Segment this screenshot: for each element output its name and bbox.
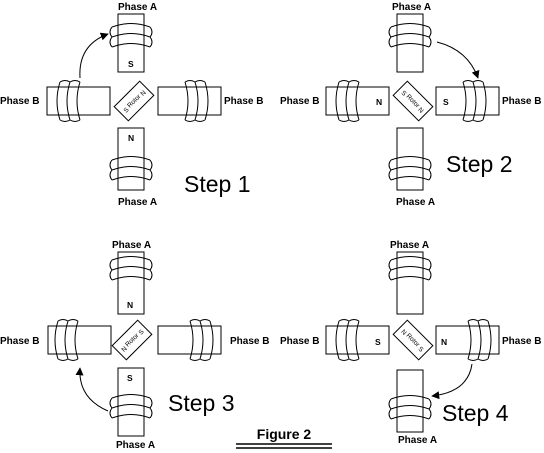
figure-caption-text: Figure 2 [257,426,312,442]
stator-bottom: N [109,127,153,191]
figure-caption: Figure 2 [236,426,332,449]
stator-top [388,13,432,73]
phase-a-bottom-label: Phase A [116,440,155,451]
stator-left: S [325,319,390,361]
step-label: Step 1 [184,171,251,197]
phase-a-top-label: Phase A [118,2,157,13]
panel-step-2: Phase A Phase B N S Phase B Rotor N S [280,2,541,208]
rotor: Rotor N S [113,80,155,122]
phase-a-top-label: Phase A [392,2,431,13]
rotor-south: S [123,106,131,114]
pole-top: N [127,300,133,310]
stator-left [47,319,112,361]
stator-right [157,319,222,361]
phase-b-right-label: Phase B [502,336,541,347]
rotation-arrow [79,32,109,79]
stator-top [388,251,432,315]
rotor: Rotor N S [392,319,434,361]
stator-left: N [325,80,390,122]
phase-a-bottom-label: Phase A [118,197,157,208]
phase-b-right-label: Phase B [224,96,263,107]
stator-right: S [435,80,500,122]
stator-bottom [388,369,432,433]
rotor-north: N [139,89,147,97]
phase-b-right-label: Phase B [230,336,269,347]
phase-b-left-label: Phase B [0,336,39,347]
rotor: Rotor N S [111,319,153,361]
phase-b-left-label: Phase B [280,96,319,107]
panel-step-4: Phase A Phase B S N Phase B Rotor N S [280,240,541,446]
rotor: Rotor N S [392,80,434,122]
panel-step-1: Phase A S Phase B Phase B Rotor N S [0,2,263,208]
rotor-north: N [416,106,424,114]
pole-top: S [128,59,134,69]
stator-bottom [388,127,432,191]
pole-bottom: N [128,133,134,143]
phase-a-top-label: Phase A [112,240,151,251]
pole-left: S [375,337,381,347]
rotation-arrow [436,41,480,79]
phase-a-bottom-label: Phase A [398,435,437,446]
stator-right: N [435,319,500,361]
stator-bottom: S [109,367,153,437]
rotation-arrow [75,367,109,412]
stator-left [46,80,111,122]
rotor-south: S [399,90,407,98]
pole-right: S [443,97,449,107]
rotor-south: S [138,328,146,336]
phase-b-right-label: Phase B [502,96,541,107]
panel-step-3: Phase A N Phase B Phase B Rotor N S [0,240,269,451]
rotation-arrow [431,363,473,400]
step-label: Step 4 [442,400,509,426]
rotor-south: S [416,346,424,354]
stator-right [157,80,222,122]
phase-b-left-label: Phase B [0,96,39,107]
stator-top: N [109,251,153,315]
phase-a-top-label: Phase A [390,240,429,251]
step-label: Step 2 [446,151,513,177]
pole-left: N [376,97,382,107]
stator-top: S [109,13,153,73]
pole-right: N [441,337,447,347]
rotor-north: N [399,328,407,336]
rotor-north: N [120,345,128,353]
pole-bottom: S [127,373,133,383]
phase-b-left-label: Phase B [280,336,319,347]
step-label: Step 3 [168,390,235,416]
phase-a-bottom-label: Phase A [396,197,435,208]
